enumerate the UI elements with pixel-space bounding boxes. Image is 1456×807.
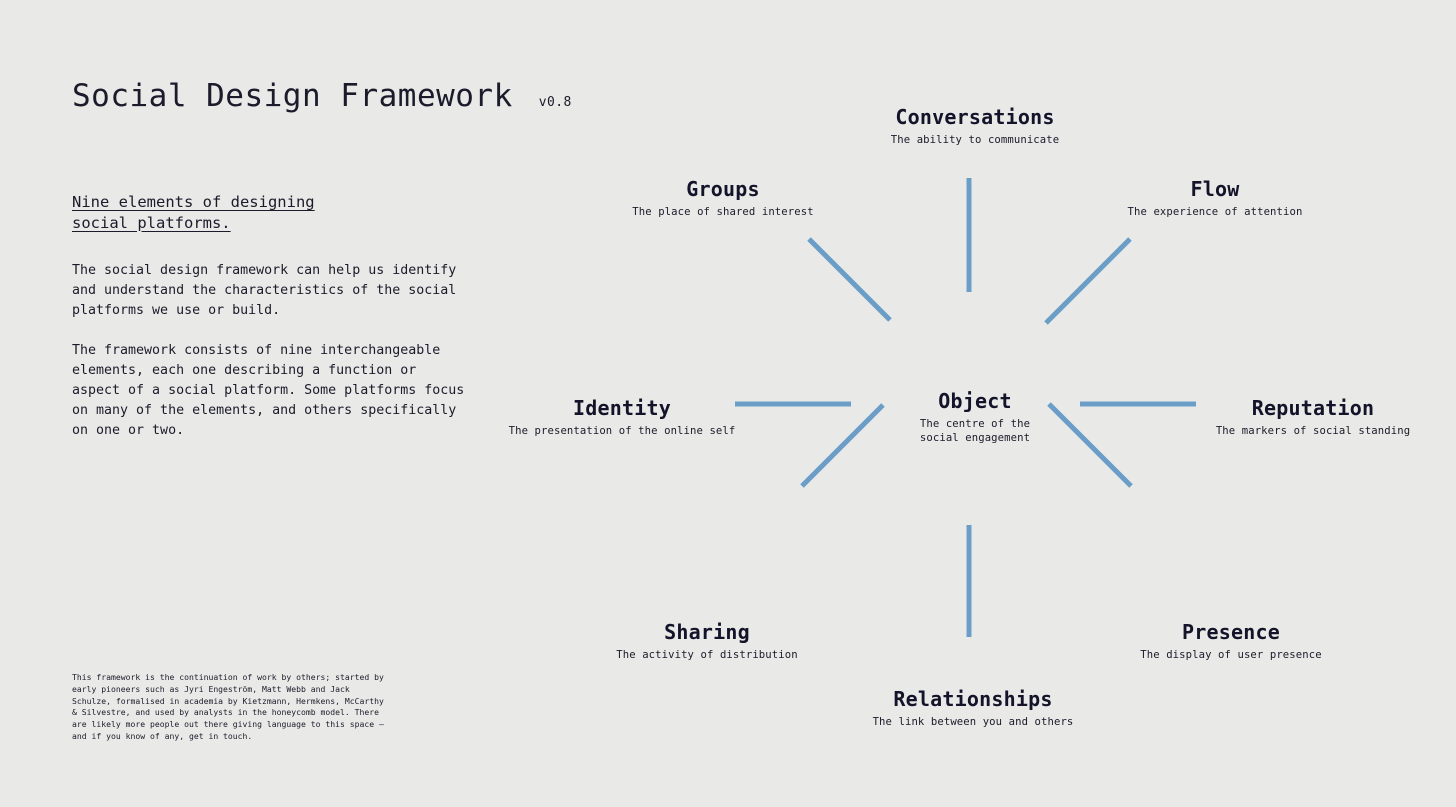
intro-heading-line-2: social platforms. — [72, 213, 231, 232]
node-flow-desc: The experience of attention — [1127, 206, 1303, 218]
intro-heading: Nine elements of designing social platfo… — [72, 192, 472, 233]
node-flow[interactable]: Flow The experience of attention — [1105, 176, 1325, 219]
node-reputation[interactable]: Reputation The markers of social standin… — [1163, 395, 1456, 438]
framework-diagram: Conversations The ability to communicate… — [480, 90, 1456, 770]
node-object-desc: The centre of the social engagement — [865, 417, 1085, 445]
version-label: v0.8 — [538, 95, 572, 110]
node-presence-desc: The display of user presence — [1140, 649, 1322, 661]
node-identity-title: Identity — [573, 396, 671, 420]
node-sharing-title: Sharing — [664, 620, 750, 644]
node-object-desc-line-2: social engagement — [919, 432, 1031, 444]
node-sharing-desc: The activity of distribution — [616, 649, 798, 661]
node-reputation-title: Reputation — [1251, 396, 1375, 420]
spoke-groups-to-object — [807, 237, 892, 322]
footnote-text: This framework is the continuation of wo… — [72, 672, 384, 741]
node-conversations-title: Conversations — [895, 105, 1055, 129]
intro-column: Nine elements of designing social platfo… — [72, 192, 472, 441]
node-relationships-title: Relationships — [893, 687, 1053, 711]
node-presence[interactable]: Presence The display of user presence — [1121, 619, 1341, 662]
intro-paragraph-2: The framework consists of nine interchan… — [72, 343, 465, 438]
node-relationships-desc: The link between you and others — [872, 716, 1074, 728]
intro-paragraph-1: The social design framework can help us … — [72, 263, 457, 318]
node-identity-desc: The presentation of the online self — [508, 425, 736, 437]
node-groups[interactable]: Groups The place of shared interest — [613, 176, 833, 219]
node-relationships[interactable]: Relationships The link between you and o… — [863, 686, 1083, 729]
node-reputation-desc: The markers of social standing — [1215, 425, 1411, 437]
node-flow-title: Flow — [1190, 177, 1240, 201]
node-groups-desc: The place of shared interest — [632, 206, 814, 218]
node-identity[interactable]: Identity The presentation of the online … — [472, 395, 772, 438]
node-object-title: Object — [938, 389, 1012, 413]
intro-heading-line-1: Nine elements of designing — [72, 193, 315, 211]
node-conversations[interactable]: Conversations The ability to communicate — [875, 104, 1075, 147]
spoke-flow-to-object — [1044, 237, 1132, 325]
node-sharing[interactable]: Sharing The activity of distribution — [597, 619, 817, 662]
page-title: Social Design Framework — [72, 78, 513, 114]
page-header: Social Design Framework v0.8 — [72, 78, 572, 114]
node-conversations-desc: The ability to communicate — [890, 134, 1060, 146]
node-object[interactable]: Object The centre of the social engageme… — [865, 388, 1085, 445]
node-presence-title: Presence — [1182, 620, 1280, 644]
node-groups-title: Groups — [686, 177, 760, 201]
node-object-desc-line-1: The centre of the — [919, 418, 1031, 430]
